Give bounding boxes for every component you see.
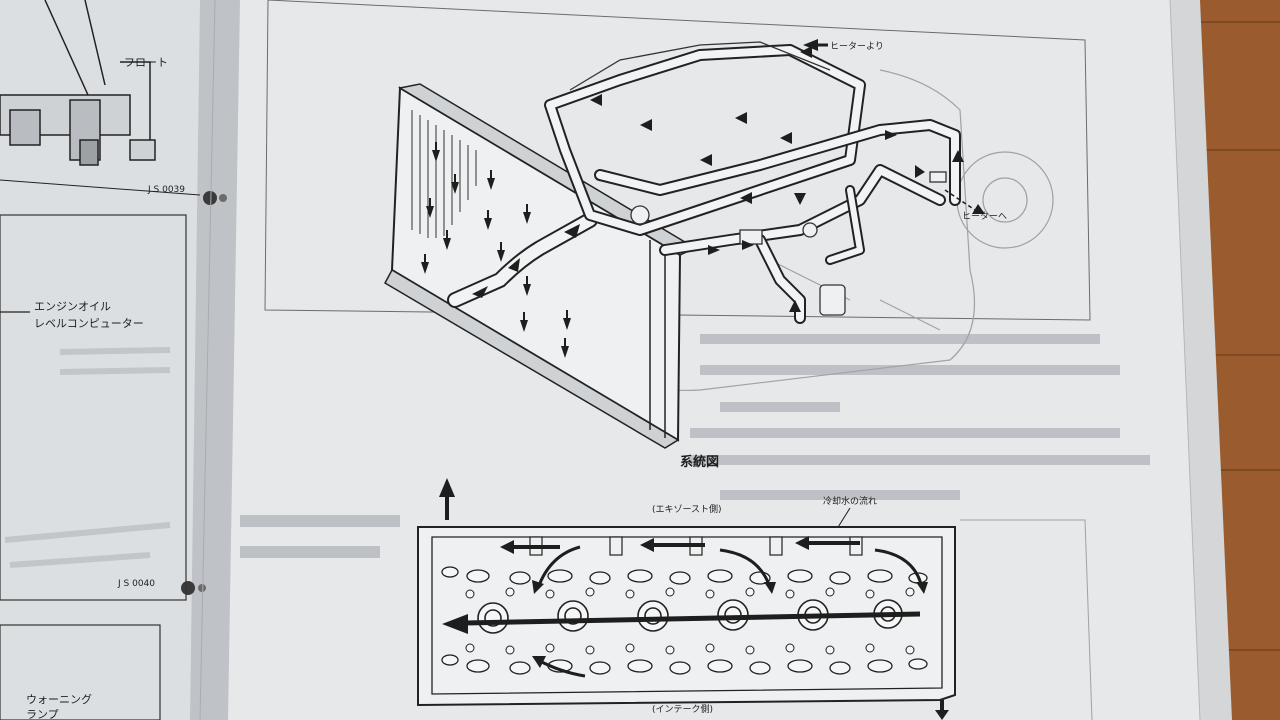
intake-side-label: (インテーク側) [652,703,713,715]
to-heater-label: ヒーターへ [962,211,1007,222]
gutter-shadow [190,0,240,720]
intake-ports [441,654,928,675]
system-figure-frame [264,0,1091,321]
lower-hose [447,212,598,308]
engine-block [569,41,947,316]
warning-label-2: ランプ [26,708,59,720]
exhaust-side-label: (エキゾースト側) [652,503,722,515]
exhaust-ports [441,566,928,585]
binder-hole [203,191,217,205]
pipe-flow-arrows [590,46,964,312]
front-up-arrow [439,478,455,497]
binder-hole [181,581,195,595]
coolant-flow-label: 冷却水の流れ [823,495,877,507]
head-flow-diagram: (エキゾースト側) 冷却水の流れ [417,478,1093,720]
left-figure-box [0,214,187,601]
oil-computer-label-2: レベルコンピューター [34,317,144,330]
left-figure-float [0,0,201,196]
intake-side-flow-arrow [532,656,586,678]
system-diagram: ヒーターより ヒーターへ [383,39,1054,449]
binder-hole [198,584,206,592]
oil-computer-label-1: エンジンオイル [34,300,111,313]
radiator-flow-arrows [421,142,571,358]
figure-caption: 系統図 [680,454,719,470]
rear-down-arrow [935,710,949,720]
to-heater-arrow [972,204,985,214]
bolt-holes [465,587,915,655]
figure-code-top: J S 0039 [147,185,185,195]
warning-figure-box [0,624,161,720]
wood-grain [1195,21,1280,651]
right-show-through [240,334,1150,558]
coolant-pipes [544,44,961,324]
float-label: フロート [124,56,168,69]
left-show-through [4,347,171,568]
head-figure-frame [960,519,1093,720]
page-stack-edge [1170,0,1232,720]
page-edge-line [1169,0,1201,720]
radiator [383,83,697,449]
from-heater-label: ヒーターより [830,41,884,52]
left-page [0,0,215,720]
figure-code-mid: J S 0040 [117,579,155,589]
exhaust-side-flow-arrows [500,536,928,594]
binder-hole [219,194,227,202]
left-page-edge [199,0,216,720]
main-flow-arrow [442,611,921,634]
to-heater-dashed [944,189,976,211]
warning-label-1: ウォーニング [26,692,92,706]
from-heater-arrow [803,39,818,51]
